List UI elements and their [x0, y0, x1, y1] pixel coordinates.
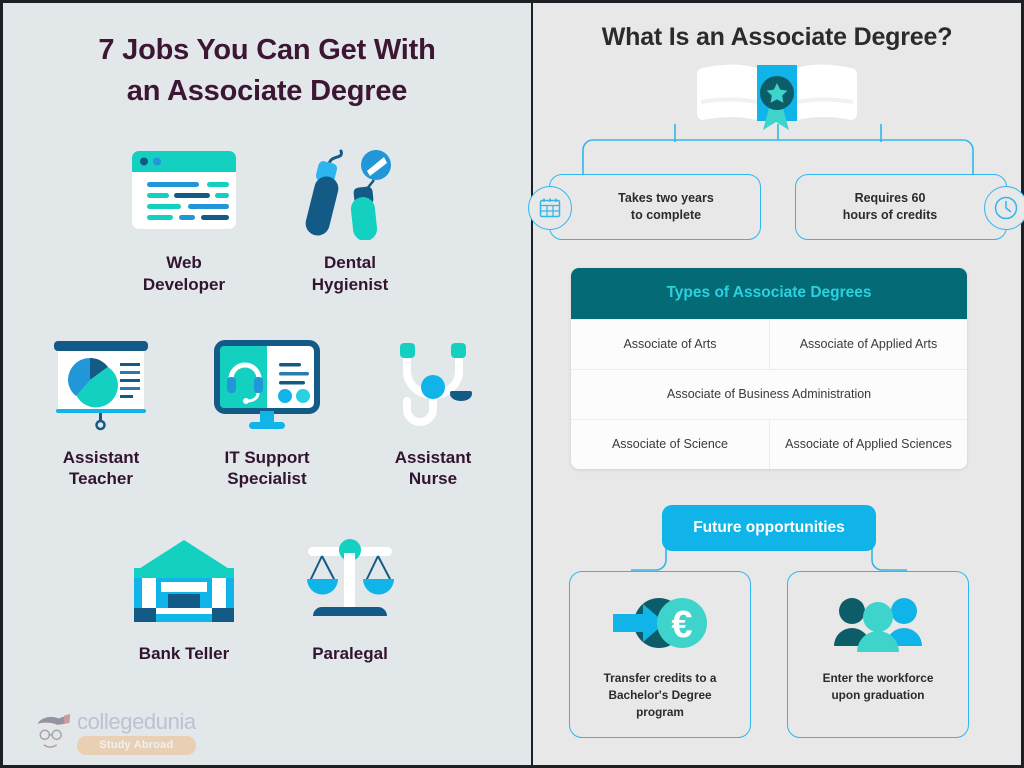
job-row-3: Bank Teller P — [3, 531, 531, 664]
job-item-web-developer: Web Developer — [101, 140, 267, 295]
euro-transfer-icon: € — [611, 590, 709, 656]
fact-text-duration: Takes two years to complete — [618, 190, 714, 222]
right-panel-associate-degree: What Is an Associate Degree? — [528, 3, 1024, 765]
job-label-it-support-specialist: IT Support Specialist — [224, 447, 310, 489]
opportunities-row: € Transfer credits to a Bachelor's Degre… — [569, 571, 969, 738]
job-label-paralegal: Paralegal — [312, 644, 388, 664]
bank-building-icon — [130, 531, 238, 631]
facts-row: Takes two years to complete Requires 60 … — [528, 174, 1024, 240]
logo-study-abroad-badge: Study Abroad — [77, 736, 196, 755]
job-label-bank-teller: Bank Teller — [138, 644, 230, 664]
opportunity-box-enter-workforce: Enter the workforce upon graduation — [787, 571, 969, 738]
collegedunia-logo: collegedunia Study Abroad — [33, 711, 196, 755]
left-panel-title: 7 Jobs You Can Get With an Associate Deg… — [3, 3, 531, 112]
job-item-assistant-nurse: Assistant Nurse — [350, 335, 516, 490]
calendar-icon — [528, 186, 572, 230]
right-panel-title: What Is an Associate Degree? — [601, 23, 953, 51]
svg-text:€: € — [671, 604, 692, 646]
left-title-line-1: 7 Jobs You Can Get With — [98, 34, 436, 66]
table-cell: Associate of Arts — [623, 337, 717, 351]
fact-box-duration: Takes two years to complete — [528, 174, 761, 240]
job-row-2: Assistant Teacher — [3, 335, 531, 490]
stethoscope-icon — [386, 335, 480, 435]
logo-wordmark: collegedunia — [77, 709, 196, 734]
table-header: Types of Associate Degrees — [571, 268, 967, 319]
scales-of-justice-icon — [298, 531, 402, 631]
opportunity-box-transfer-credits: € Transfer credits to a Bachelor's Degre… — [569, 571, 751, 738]
fact-box-credits: Requires 60 hours of credits — [795, 174, 1024, 240]
table-cell: Associate of Science — [611, 437, 729, 451]
diploma-certificate-icon — [697, 64, 857, 130]
job-label-web-developer: Web Developer — [142, 253, 226, 294]
logo-text-block: collegedunia Study Abroad — [77, 711, 196, 755]
monitor-headset-icon — [213, 335, 321, 435]
table-row: Associate of Science Associate of Applie… — [571, 419, 967, 469]
dental-tools-icon — [304, 140, 396, 241]
job-item-dental-hygienist: Dental Hygienist — [267, 140, 433, 295]
fact-text-credits: Requires 60 hours of credits — [842, 190, 938, 222]
table-row: Associate of Business Administration — [571, 369, 967, 419]
job-row-1: Web Developer — [3, 140, 531, 295]
browser-window-code-icon — [131, 140, 237, 240]
types-of-associate-degrees-table: Types of Associate Degrees Associate of … — [571, 268, 967, 469]
job-label-dental-hygienist: Dental Hygienist — [311, 253, 389, 294]
job-item-paralegal: Paralegal — [267, 531, 433, 664]
opportunity-text-transfer-credits: Transfer credits to a Bachelor's Degree … — [603, 671, 717, 719]
clock-icon — [984, 186, 1024, 230]
job-label-assistant-nurse: Assistant Nurse — [394, 447, 472, 489]
table-cell: Associate of Applied Sciences — [769, 420, 967, 469]
opportunity-text-enter-workforce: Enter the workforce upon graduation — [822, 671, 934, 702]
group-of-people-icon — [829, 590, 927, 656]
left-panel-jobs: 7 Jobs You Can Get With an Associate Deg… — [3, 3, 531, 765]
future-opportunities-badge: Future opportunities — [662, 505, 876, 551]
job-label-assistant-teacher: Assistant Teacher — [62, 447, 140, 489]
job-item-assistant-teacher: Assistant Teacher — [18, 335, 184, 490]
diploma-wrap — [533, 60, 1021, 134]
job-item-it-support-specialist: IT Support Specialist — [184, 335, 350, 490]
collegedunia-mascot-icon — [37, 713, 71, 752]
presentation-pie-chart-icon — [46, 335, 156, 435]
table-row: Associate of Arts Associate of Applied A… — [571, 319, 967, 369]
job-item-bank-teller: Bank Teller — [101, 531, 267, 664]
left-title-line-2: an Associate Degree — [126, 75, 408, 108]
table-cell: Associate of Business Administration — [666, 387, 872, 401]
table-cell: Associate of Applied Arts — [769, 320, 967, 369]
